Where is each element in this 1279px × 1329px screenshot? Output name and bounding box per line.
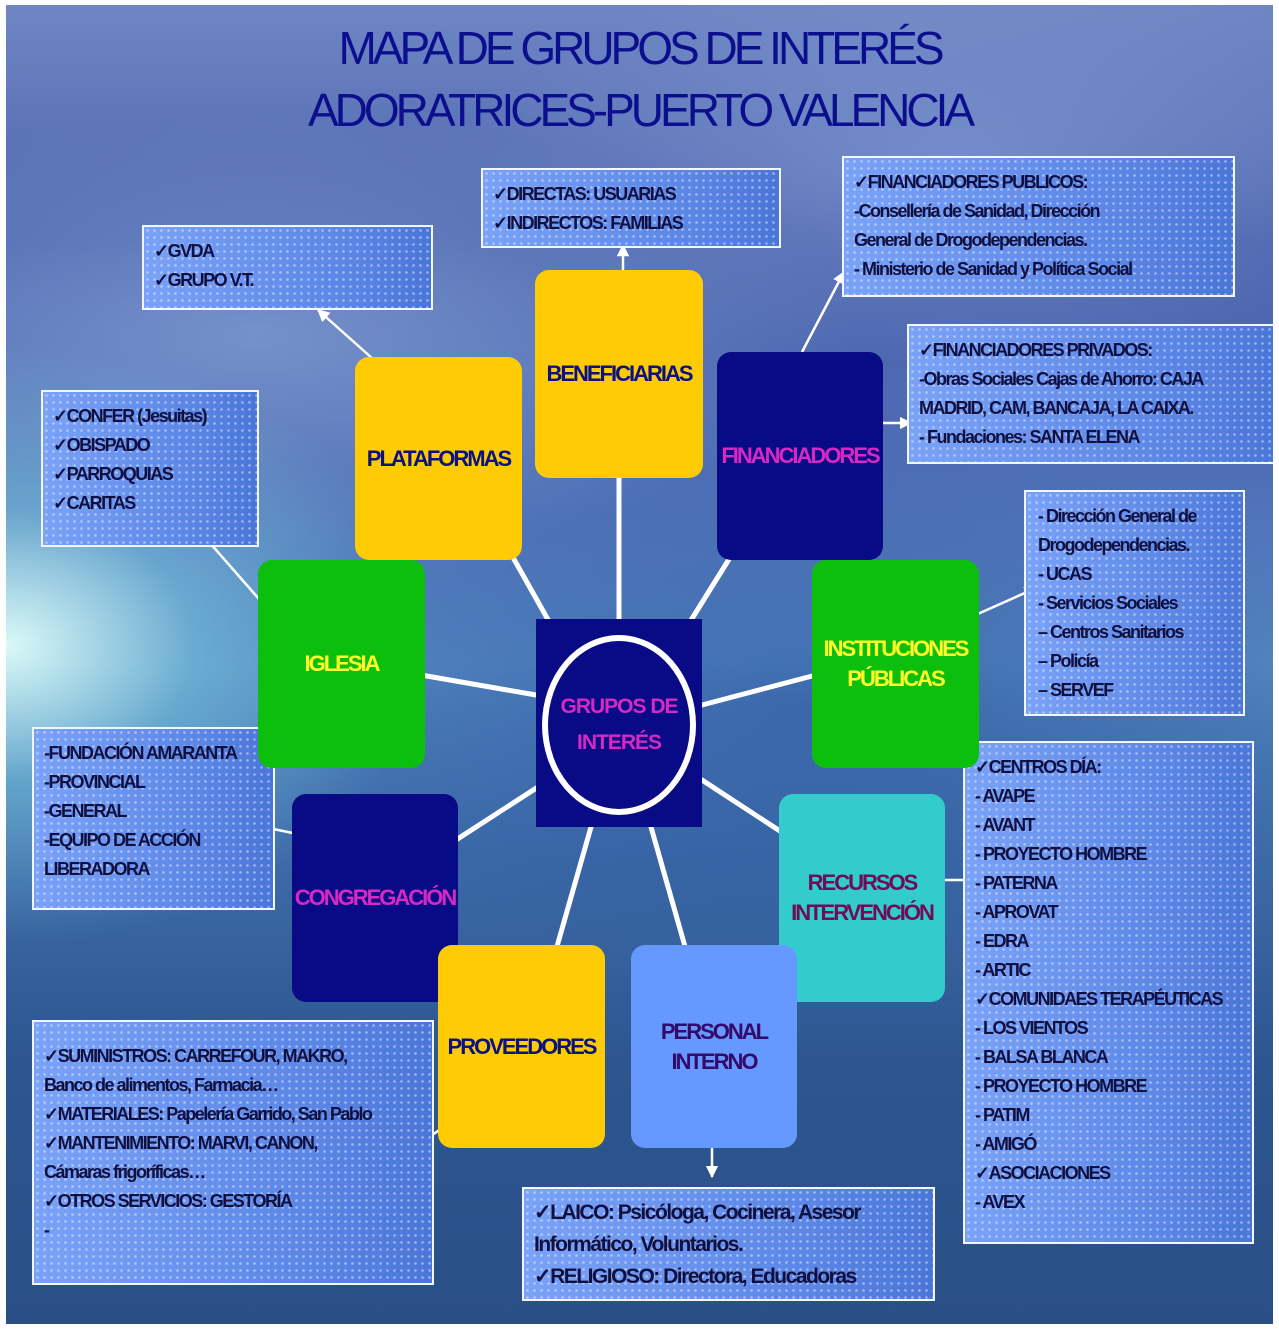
box-line: - LOS VIENTOS <box>975 1018 1089 1038</box>
box-line: - PATIM <box>975 1105 1030 1125</box>
box-line: - APROVAT <box>975 902 1059 922</box>
box-line: -Consellería de Sanidad, Dirección <box>854 201 1101 221</box>
node-plataformas: PLATAFORMAS <box>355 357 522 560</box>
box-line: -FUNDACIÓN AMARANTA <box>44 743 238 763</box>
arrow-financiadores-publicos <box>800 270 846 353</box>
box-line: MADRID, CAM, BANCAJA, LA CAIXA. <box>919 398 1194 418</box>
title-line-1: MAPA DE GRUPOS DE INTERÉS <box>338 22 944 74</box>
box-proveedores: ✓SUMINISTROS: CARREFOUR, MAKRO, Banco de… <box>32 1020 434 1285</box>
box-line: - Servicios Sociales <box>1038 593 1179 613</box>
box-line: LIBERADORA <box>44 859 151 879</box>
spoke-recursos <box>699 777 789 838</box>
box-line: - <box>44 1220 50 1240</box>
spoke-congregacion <box>453 782 544 843</box>
box-line: Cámaras frigoríficas… <box>44 1162 206 1182</box>
box-personal-interno: ✓LAICO: Psicóloga, Cocinera, Asesor Info… <box>522 1187 935 1301</box>
box-beneficiarias: ✓DIRECTAS: USUARIAS ✓INDIRECTOS: FAMILIA… <box>481 168 781 248</box>
box-line: ✓OTROS SERVICIOS: GESTORÍA <box>44 1191 293 1211</box>
center-label: GRUPOS DE INTERÉS <box>542 635 696 815</box>
box-line: - ARTIC <box>975 960 1031 980</box>
box-congregacion: -FUNDACIÓN AMARANTA -PROVINCIAL -GENERAL… <box>32 727 275 910</box>
box-line: - EDRA <box>975 931 1030 951</box>
box-line: - PROYECTO HOMBRE <box>975 844 1148 864</box>
box-line: ✓FINANCIADORES PUBLICOS: <box>854 172 1089 192</box>
box-line: General de Drogodependencias. <box>854 230 1088 250</box>
box-line: – Centros Sanitarios <box>1038 622 1185 642</box>
box-line: ✓ASOCIACIONES <box>975 1163 1111 1183</box>
box-line: Banco de alimentos, Farmacia… <box>44 1075 279 1095</box>
node-recursos-intervencion: RECURSOS INTERVENCIÓN <box>779 794 945 1002</box>
node-congregacion: CONGREGACIÓN <box>292 794 458 1002</box>
spoke-personal <box>648 824 689 953</box>
box-line: - PROYECTO HOMBRE <box>975 1076 1148 1096</box>
node-personal-interno: PERSONAL INTERNO <box>631 945 797 1148</box>
spoke-iglesia <box>418 672 539 698</box>
box-line: - Ministerio de Sanidad y Política Socia… <box>854 259 1133 279</box>
box-financiadores-publicos: ✓FINANCIADORES PUBLICOS: -Consellería de… <box>842 156 1235 297</box>
box-line: ✓MATERIALES: Papelería Garrido, San Pabl… <box>44 1104 373 1124</box>
box-line: ✓CENTROS DÍA: <box>975 757 1102 777</box>
box-financiadores-privados: ✓FINANCIADORES PRIVADOS: -Obras Sociales… <box>907 324 1273 464</box>
box-line: ✓CONFER (Jesuitas) <box>53 406 208 426</box>
box-line: ✓GVDA <box>154 241 215 261</box>
box-line: -PROVINCIAL <box>44 772 146 792</box>
box-line: Drogodependencias. <box>1038 535 1191 555</box>
box-line: -Obras Sociales Cajas de Ahorro: CAJA <box>919 369 1204 389</box>
box-line: - UCAS <box>1038 564 1093 584</box>
box-line: ✓CARITAS <box>53 493 136 513</box>
box-line: ✓GRUPO V.T. <box>154 270 254 290</box>
box-line: - BALSA BLANCA <box>975 1047 1109 1067</box>
spoke-proveedores <box>553 824 594 953</box>
box-line: -GENERAL <box>44 801 128 821</box>
node-grupos-de-interes: GRUPOS DE INTERÉS <box>536 619 702 827</box>
box-line: ✓DIRECTAS: USUARIAS <box>493 184 677 204</box>
box-line: ✓PARROQUIAS <box>53 464 174 484</box>
box-line: ✓MANTENIMIENTO: MARVI, CANON, <box>44 1133 318 1153</box>
box-line: - Fundaciones: SANTA ELENA <box>919 427 1141 447</box>
box-line: ✓COMUNIDAES TERAPÉUTICAS <box>975 989 1224 1009</box>
box-line: - PATERNA <box>975 873 1058 893</box>
box-line: – SERVEF <box>1038 680 1114 700</box>
box-line: - AVAPE <box>975 786 1036 806</box>
box-line: ✓FINANCIADORES PRIVADOS: <box>919 340 1153 360</box>
spoke-instituciones <box>699 672 819 708</box>
node-financiadores: FINANCIADORES <box>717 352 883 560</box>
node-beneficiarias: BENEFICIARIAS <box>535 270 703 478</box>
box-instituciones-publicas: - Dirección General de Drogodependencias… <box>1024 490 1245 716</box>
box-line: ✓RELIGIOSO: Directora, Educadoras <box>534 1265 857 1288</box>
box-line: -EQUIPO DE ACCIÓN <box>44 830 201 850</box>
diagram-canvas: MAPA DE GRUPOS DE INTERÉS ADORATRICES-PU… <box>6 5 1273 1324</box>
box-iglesia: ✓CONFER (Jesuitas) ✓OBISPADO ✓PARROQUIAS… <box>41 390 259 547</box>
box-line: - AMIGÓ <box>975 1134 1037 1154</box>
node-instituciones-publicas: INSTITUCIONES PÚBLICAS <box>812 560 979 768</box>
box-line: ✓OBISPADO <box>53 435 151 455</box>
box-line: - AVANT <box>975 815 1036 835</box>
box-line: ✓SUMINISTROS: CARREFOUR, MAKRO, <box>44 1046 348 1066</box>
box-line: Informático, Voluntarios. <box>534 1233 744 1256</box>
title-line-2: ADORATRICES-PUERTO VALENCIA <box>307 84 975 136</box>
box-line: - AVEX <box>975 1192 1026 1212</box>
box-line: - Dirección General de <box>1038 506 1198 526</box>
box-line: – Policía <box>1038 651 1099 671</box>
box-line: ✓INDIRECTOS: FAMILIAS <box>493 213 684 233</box>
node-proveedores: PROVEEDORES <box>438 945 605 1148</box>
node-iglesia: IGLESIA <box>258 560 425 768</box>
box-plataformas: ✓GVDA ✓GRUPO V.T. <box>142 225 433 310</box>
box-recursos-intervencion: ✓CENTROS DÍA: - AVAPE - AVANT - PROYECTO… <box>963 741 1254 1244</box>
box-line: ✓LAICO: Psicóloga, Cocinera, Asesor <box>534 1201 862 1224</box>
